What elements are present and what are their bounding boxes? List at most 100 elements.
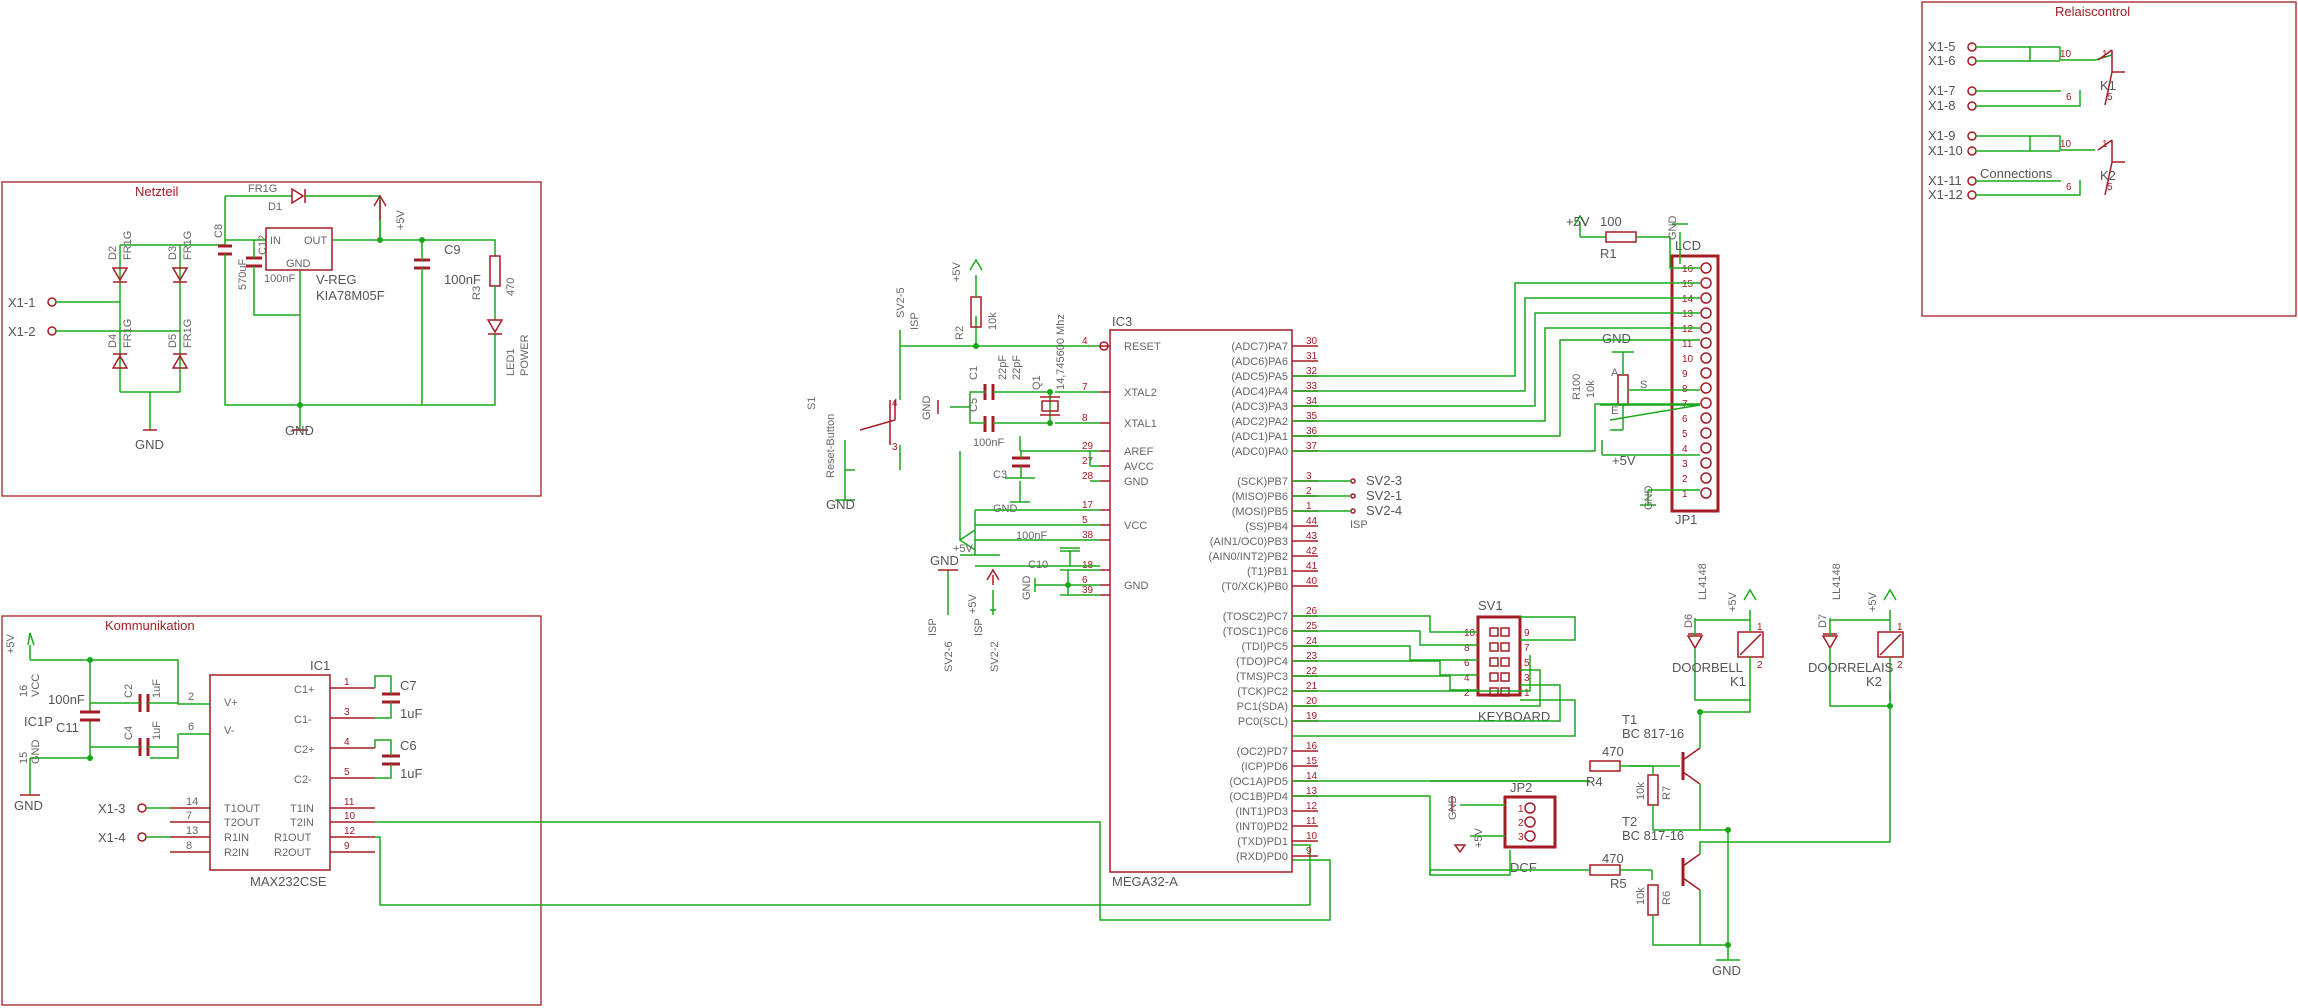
mcu-right-pin-name: (RXD)PD0 bbox=[1236, 851, 1288, 863]
mcu-right-pin-num: 40 bbox=[1306, 576, 1318, 587]
d1-name: D1 bbox=[268, 201, 282, 213]
mcu-left-pin-num: 29 bbox=[1082, 441, 1094, 452]
mcu-right-pin-num: 23 bbox=[1306, 651, 1318, 662]
mcu-right-pin-name: (ADC7)PA7 bbox=[1231, 341, 1288, 353]
t1-transistor bbox=[1681, 747, 1701, 785]
d1-value: FR1G bbox=[248, 183, 277, 195]
r1-value: 100 bbox=[1600, 214, 1622, 229]
c12-value: 100nF bbox=[264, 273, 295, 285]
dcf-section: 1 2 3 JP2 DCF GND +5V bbox=[1292, 780, 1557, 876]
mcu-right-pin-num: 1 bbox=[1306, 501, 1312, 512]
jp2-pin1: 1 bbox=[1518, 804, 1524, 815]
kbd-right-num: 5 bbox=[1524, 658, 1530, 669]
max232-pin3: 3 bbox=[344, 707, 350, 718]
kbd-right-num: 7 bbox=[1524, 643, 1530, 654]
mega32-body bbox=[1109, 329, 1293, 873]
r100-name: R100 bbox=[1571, 374, 1583, 400]
mcu-right-pin-num: 19 bbox=[1306, 711, 1318, 722]
mcu-left-pin-num: 17 bbox=[1082, 500, 1094, 511]
vcc-bus-supply: +5V bbox=[953, 543, 974, 555]
r5-value: 470 bbox=[1602, 851, 1624, 866]
q1-crystal bbox=[1040, 396, 1060, 416]
sv1-header bbox=[1476, 615, 1522, 697]
r3-resistor bbox=[489, 255, 501, 287]
c5-capacitor bbox=[983, 416, 995, 432]
d4-name: D4 bbox=[107, 334, 119, 348]
ic1-pin2: 2 bbox=[188, 691, 194, 703]
dcf-name: DCF bbox=[1510, 860, 1537, 875]
relay-connector-label: X1-11 bbox=[1928, 173, 1962, 188]
k2c-pin1: 1 bbox=[2102, 139, 2108, 150]
d2-diode bbox=[111, 267, 129, 283]
comm-supply-label: +5V bbox=[5, 633, 17, 654]
max232-pin11: 11 bbox=[344, 797, 355, 808]
mcu-right-pin-num: 30 bbox=[1306, 336, 1318, 347]
jp2-pin3: 3 bbox=[1518, 832, 1524, 843]
r1-resistor bbox=[1605, 231, 1637, 243]
mcu-right-pin-name: (T0/XCK)PB0 bbox=[1221, 581, 1288, 593]
max232-pin14-name: T1OUT bbox=[224, 803, 260, 815]
d2-value: FR1G bbox=[122, 231, 134, 260]
sv2-5-label: SV2-5 bbox=[895, 287, 907, 318]
lcd-supply-top: +5V bbox=[1566, 214, 1590, 229]
k2c-pin6: 6 bbox=[2066, 182, 2072, 193]
d4-diode bbox=[111, 353, 129, 369]
max232-r2out: R2OUT bbox=[274, 847, 312, 859]
dcf-gnd-label: GND bbox=[1447, 796, 1459, 821]
r4-value: 470 bbox=[1602, 744, 1624, 759]
jp2-ref: JP2 bbox=[1510, 780, 1532, 795]
ic1p-label: IC1P bbox=[24, 714, 53, 729]
k2c-pin10: 10 bbox=[2060, 139, 2072, 150]
isp-label-right: ISP bbox=[1350, 519, 1368, 531]
mcu-left-pin-name: RESET bbox=[1124, 341, 1161, 353]
jp2-header bbox=[1503, 795, 1557, 849]
mcu-right-pin-name: (TXD)PD1 bbox=[1237, 836, 1288, 848]
comm-gnd-label: GND bbox=[14, 798, 43, 813]
kbd-pin-pad bbox=[1489, 672, 1499, 682]
mcu-right-pin-name: (TOSC2)PC7 bbox=[1223, 611, 1288, 623]
mcu-right-pin-name: (ADC4)PA4 bbox=[1231, 386, 1288, 398]
r100-pot bbox=[1617, 374, 1629, 406]
mcu-right-pin-num: 33 bbox=[1306, 381, 1318, 392]
relay-terminal bbox=[1967, 56, 1977, 66]
lcd-pin-pad bbox=[1700, 337, 1712, 349]
lcd-pin-pad bbox=[1700, 412, 1712, 424]
lcd-pin-num: 10 bbox=[1682, 354, 1694, 365]
lcd-pin-pad bbox=[1700, 382, 1712, 394]
max232-t1in: T1IN bbox=[290, 803, 314, 815]
max232-pin7: 7 bbox=[186, 810, 192, 822]
lcd-pin-num: 2 bbox=[1682, 474, 1688, 485]
mcu-right-pin-num: 16 bbox=[1306, 741, 1318, 752]
k1c-pin1: 1 bbox=[2102, 49, 2108, 60]
mcu-right-pin-num: 25 bbox=[1306, 621, 1318, 632]
max232-body bbox=[209, 674, 331, 871]
dcf-supply-label: +5V bbox=[1473, 827, 1485, 848]
netzteil-supply-label: +5V bbox=[395, 209, 407, 230]
kbd-pin-pad bbox=[1489, 627, 1499, 637]
d1-diode bbox=[291, 187, 306, 205]
c8-capacitor bbox=[218, 244, 232, 256]
mcu-right-pin-num: 21 bbox=[1306, 681, 1318, 692]
frame-relaiscontrol-title: Relaiscontrol bbox=[2055, 4, 2130, 19]
c6-capacitor bbox=[382, 754, 400, 766]
max232-pin13-name: R1IN bbox=[224, 832, 249, 844]
relay-connector-label: X1-8 bbox=[1928, 98, 1955, 113]
c9-capacitor bbox=[414, 258, 430, 270]
k1-coil bbox=[1737, 631, 1764, 658]
mcu-right-pin-name: (OC2)PD7 bbox=[1237, 746, 1288, 758]
ic1p-pin16: 16 bbox=[18, 685, 30, 697]
max232-pin10: 10 bbox=[344, 811, 356, 822]
mcu-gnd-label: GND bbox=[1021, 576, 1033, 601]
mcu-right-pin-name: (AIN0/INT2)PB2 bbox=[1209, 551, 1288, 563]
max232-pin8: 8 bbox=[186, 840, 192, 852]
jp2-pin2: 2 bbox=[1518, 818, 1524, 829]
kbd-left-num: 8 bbox=[1464, 643, 1470, 654]
frame-netzteil-title: Netzteil bbox=[135, 184, 178, 199]
relay-terminal bbox=[1967, 190, 1977, 200]
mcu-right-pin-name: (OC1A)PD5 bbox=[1229, 776, 1288, 788]
k1-pin1: 1 bbox=[1757, 622, 1763, 633]
d7-diode bbox=[1821, 633, 1839, 650]
v-reg-value: KIA78M05F bbox=[316, 288, 385, 303]
